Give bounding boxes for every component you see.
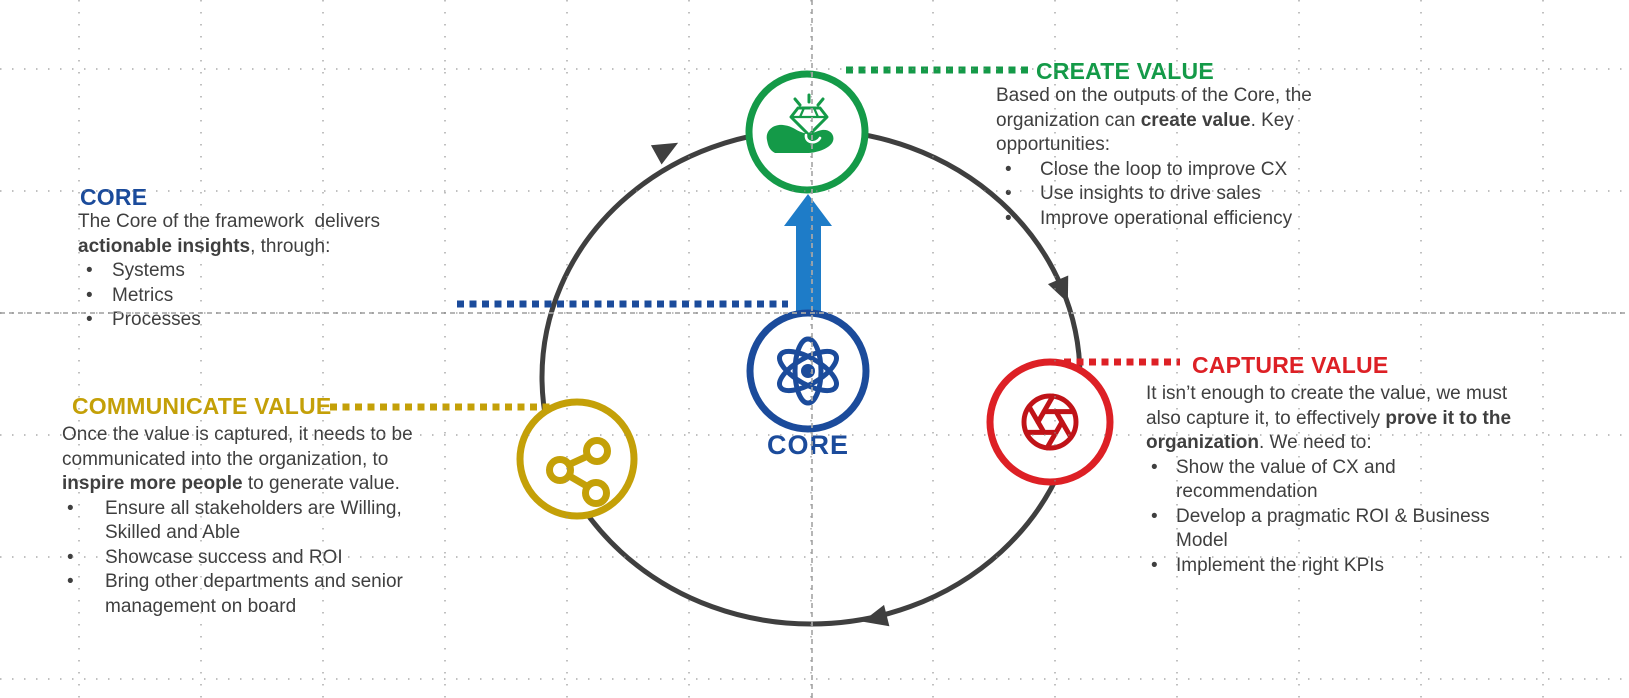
bullet-item: Bring other departments and senior manag… bbox=[62, 570, 446, 619]
share-network-icon bbox=[546, 437, 611, 507]
capture-body-pre: It isn’t enough to create the value, we … bbox=[1146, 383, 1508, 429]
aperture-icon bbox=[1021, 393, 1079, 451]
capture-value-circle bbox=[986, 358, 1114, 486]
flow-arrowhead-bottom-icon bbox=[862, 604, 890, 627]
core-text-block: CORE The Core of the framework delivers … bbox=[78, 184, 413, 333]
core-title: CORE bbox=[80, 184, 148, 210]
create-body-pre: Based on the outputs of the Core, the or… bbox=[996, 85, 1312, 131]
capture-value-title: CAPTURE VALUE bbox=[1192, 352, 1389, 378]
create-value-title: CREATE VALUE bbox=[1036, 58, 1214, 84]
core-body-pre: The Core of the framework delivers bbox=[78, 211, 381, 232]
horizontal-center-guide bbox=[0, 312, 1629, 314]
bullet-item: Ensure all stakeholders are Willing, Ski… bbox=[62, 497, 446, 546]
communicate-value-text-block: COMMUNICATE VALUE Once the value is capt… bbox=[62, 393, 446, 619]
flow-arrowhead-right-icon bbox=[1047, 275, 1069, 303]
capture-value-body: It isn’t enough to create the value, we … bbox=[1146, 382, 1518, 456]
core-body-bold: actionable insights bbox=[78, 235, 251, 257]
create-bullet-list: Close the loop to improve CX Use insight… bbox=[996, 158, 1344, 232]
core-to-create-arrow bbox=[784, 194, 832, 311]
communicate-value-title: COMMUNICATE VALUE bbox=[72, 393, 332, 419]
create-body-bold: create value bbox=[1140, 109, 1251, 131]
capture-value-text-block: CAPTURE VALUE It isn’t enough to create … bbox=[1146, 352, 1518, 578]
core-body-post: , through: bbox=[250, 235, 331, 257]
capture-body-post: . We need to: bbox=[1258, 432, 1372, 453]
flow-arrowhead-top-icon bbox=[650, 142, 679, 165]
communicate-bullet-list: Ensure all stakeholders are Willing, Ski… bbox=[62, 497, 446, 620]
core-bullet-list: Systems Metrics Processes bbox=[78, 259, 413, 333]
communicate-body-pre: Once the value is captured, it needs to … bbox=[62, 424, 413, 470]
bullet-item: Show the value of CX and recommendation bbox=[1146, 456, 1518, 505]
create-value-body: Based on the outputs of the Core, the or… bbox=[996, 84, 1344, 158]
communicate-body-bold: inspire more people bbox=[62, 473, 243, 494]
vertical-center-guide bbox=[811, 0, 813, 698]
bullet-item: Develop a pragmatic ROI & Business Model bbox=[1146, 505, 1518, 554]
create-body-post: . Key opportunities: bbox=[996, 109, 1294, 156]
bullet-item: Metrics bbox=[78, 284, 413, 309]
bullet-item: Processes bbox=[78, 308, 413, 333]
create-value-text-block: CREATE VALUE Based on the outputs of the… bbox=[996, 58, 1344, 231]
core-circle-label: CORE bbox=[766, 430, 849, 460]
bullet-item: Showcase success and ROI bbox=[62, 546, 446, 571]
bullet-item: Implement the right KPIs bbox=[1146, 554, 1518, 579]
atom-icon bbox=[777, 336, 839, 406]
core-body: The Core of the framework delivers actio… bbox=[78, 210, 413, 259]
communicate-body-post: to generate value. bbox=[242, 473, 400, 494]
capture-body-bold: prove it to the organization bbox=[1146, 407, 1512, 454]
bullet-item: Use insights to drive sales bbox=[996, 182, 1344, 207]
communicate-value-body: Once the value is captured, it needs to … bbox=[62, 423, 446, 497]
capture-bullet-list: Show the value of CX and recommendation … bbox=[1146, 456, 1518, 579]
bullet-item: Improve operational efficiency bbox=[996, 207, 1344, 232]
bullet-item: Close the loop to improve CX bbox=[996, 158, 1344, 183]
bullet-item: Systems bbox=[78, 259, 413, 284]
